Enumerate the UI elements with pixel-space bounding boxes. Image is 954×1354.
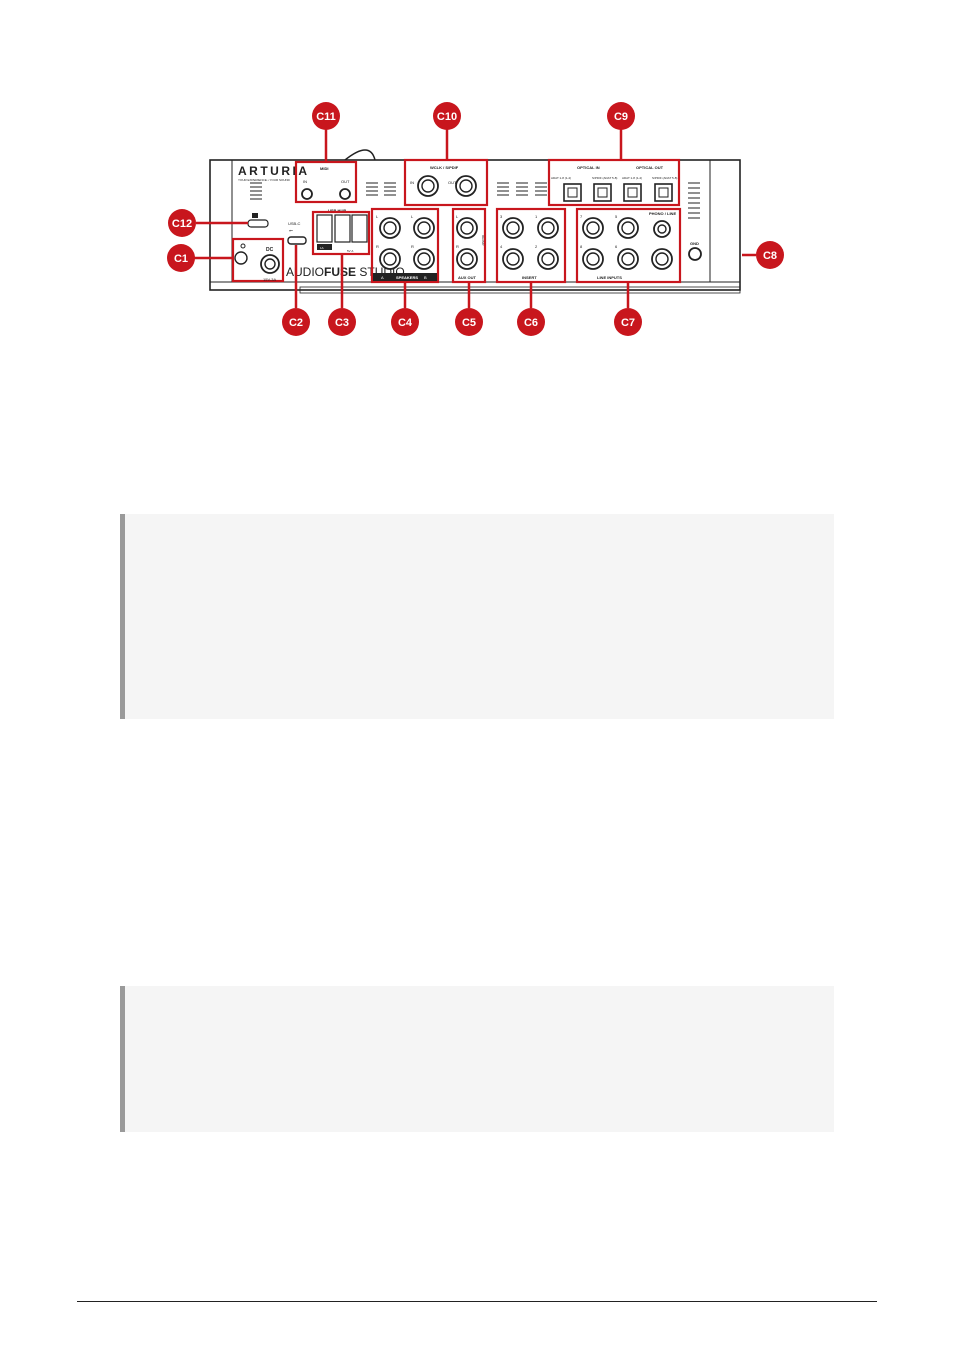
- adat-1-label: ADAT 1-8 (1-4): [551, 176, 571, 180]
- speakers-ch-3: R: [376, 244, 379, 249]
- insert-ch-1: 1: [535, 214, 538, 219]
- line-ch-7: 7: [580, 214, 583, 219]
- svg-text:C10: C10: [437, 111, 457, 123]
- phono-line-label: PHONO / LINE: [649, 211, 676, 216]
- spdif-1-label: S/PDIF (ADAT 5-8): [592, 176, 617, 180]
- callout-c6: C6: [517, 308, 545, 336]
- power-symbol-icon: [240, 243, 246, 249]
- wclk-in-label: IN: [410, 180, 414, 185]
- callout-c3: C3: [328, 308, 356, 336]
- note-box: [120, 986, 834, 1132]
- rear-panel-figure: ARTURIA YOUR EXPERIENCE • YOUR SOUND AUD…: [167, 102, 784, 336]
- callout-c4: C4: [391, 308, 419, 336]
- vent-grille: [250, 182, 700, 219]
- midi-out-label: OUT: [341, 179, 350, 184]
- power-section: DC 15V-3A: [231, 237, 285, 283]
- insert-ch-4: 4: [500, 244, 503, 249]
- usb-c-port: USB-C ⭠: [287, 221, 307, 245]
- midi-in-label: IN: [303, 179, 307, 184]
- wclk-out-label: OUT: [448, 180, 457, 185]
- callout-c9: C9: [607, 102, 635, 130]
- midi-label: MIDI: [320, 166, 328, 171]
- svg-text:C3: C3: [335, 317, 349, 329]
- power-button: [234, 251, 248, 265]
- usb-5v-label: 5V A: [347, 249, 353, 253]
- footer-divider: [77, 1301, 877, 1302]
- midi-in-jack: [301, 188, 313, 200]
- reamp-label: REAMP: [481, 235, 485, 246]
- svg-text:C7: C7: [621, 317, 635, 329]
- dc-spec-label: 15V-3A: [263, 277, 276, 282]
- dc-label: DC: [266, 247, 274, 253]
- callout-c8: C8: [756, 241, 784, 269]
- midi-out-jack: [339, 188, 351, 200]
- callout-c2: C2: [282, 308, 310, 336]
- optical-out-label: OPTICAL OUT: [636, 165, 664, 170]
- svg-text:C9: C9: [614, 111, 628, 123]
- svg-text:C2: C2: [289, 317, 303, 329]
- adat-2-label: ADAT 1-8 (1-4): [622, 176, 642, 180]
- svg-text:C4: C4: [398, 317, 413, 329]
- callout-c10: C10: [433, 102, 461, 130]
- speakers-a-label: A: [381, 275, 384, 280]
- wclk-spdif-section: WCLK / S/PDIF IN OUT: [403, 158, 489, 207]
- lock-icon: [252, 213, 258, 218]
- line-ch-5: 5: [615, 214, 618, 219]
- usb-c-label: USB-C: [288, 221, 301, 226]
- speakers-ch-1: L: [376, 214, 379, 219]
- aux-r-label: R: [456, 244, 459, 249]
- usb-hub-section: USB HUB 1A 5V A: [311, 208, 371, 256]
- insert-label: INSERT: [522, 275, 537, 280]
- model-bold: FUSE: [324, 265, 356, 279]
- wclk-label: WCLK / S/PDIF: [430, 165, 459, 170]
- line-inputs-label: LINE INPUTS: [597, 275, 622, 280]
- callout-c5: C5: [455, 308, 483, 336]
- model-prefix: AUDIO: [286, 265, 324, 279]
- svg-text:C8: C8: [763, 250, 777, 262]
- usb-icon: ⭠: [289, 228, 293, 234]
- spdif-2-label: S/PDIF (ADAT 5-8): [652, 176, 677, 180]
- usb-hub-label: USB HUB: [328, 208, 346, 213]
- svg-text:C5: C5: [462, 317, 476, 329]
- callout-c11: C11: [312, 102, 340, 130]
- insert-ch-3: 3: [500, 214, 503, 219]
- line-inputs-section: 7 5 8 6 PHONO / LINE LINE INPUTS: [575, 207, 682, 284]
- speakers-b-label: B: [424, 275, 427, 280]
- callout-leaders: [194, 128, 756, 308]
- speakers-ch-4: R: [411, 244, 414, 249]
- callout-c12: C12: [168, 209, 196, 237]
- svg-text:C12: C12: [172, 218, 192, 230]
- usb-1a-label: 1A: [320, 246, 324, 250]
- speakers-section: L L R R A SPEAKERS B: [370, 207, 440, 284]
- svg-text:C6: C6: [524, 317, 538, 329]
- line-ch-8: 8: [580, 244, 583, 249]
- speakers-label: SPEAKERS: [396, 275, 418, 280]
- brand-logo: ARTURIA: [238, 164, 310, 178]
- aux-l-label: L: [456, 214, 459, 219]
- optical-section: OPTICAL IN OPTICAL OUT ADAT 1-8 (1-4) S/…: [547, 158, 681, 207]
- aux-out-label: AUX OUT: [458, 275, 477, 280]
- svg-text:C1: C1: [174, 253, 188, 265]
- gnd-terminal: [688, 247, 702, 261]
- callout-c1: C1: [167, 244, 195, 272]
- svg-text:C11: C11: [316, 111, 336, 123]
- line-ch-6: 6: [615, 244, 618, 249]
- speakers-ch-2: L: [411, 214, 414, 219]
- insert-section: 3 1 4 2 INSERT: [495, 207, 567, 284]
- insert-ch-2: 2: [535, 244, 538, 249]
- optical-in-label: OPTICAL IN: [577, 165, 600, 170]
- note-box: [120, 514, 834, 719]
- gnd-label: GND: [690, 241, 699, 246]
- callout-c7: C7: [614, 308, 642, 336]
- brand-tagline: YOUR EXPERIENCE • YOUR SOUND: [238, 178, 291, 182]
